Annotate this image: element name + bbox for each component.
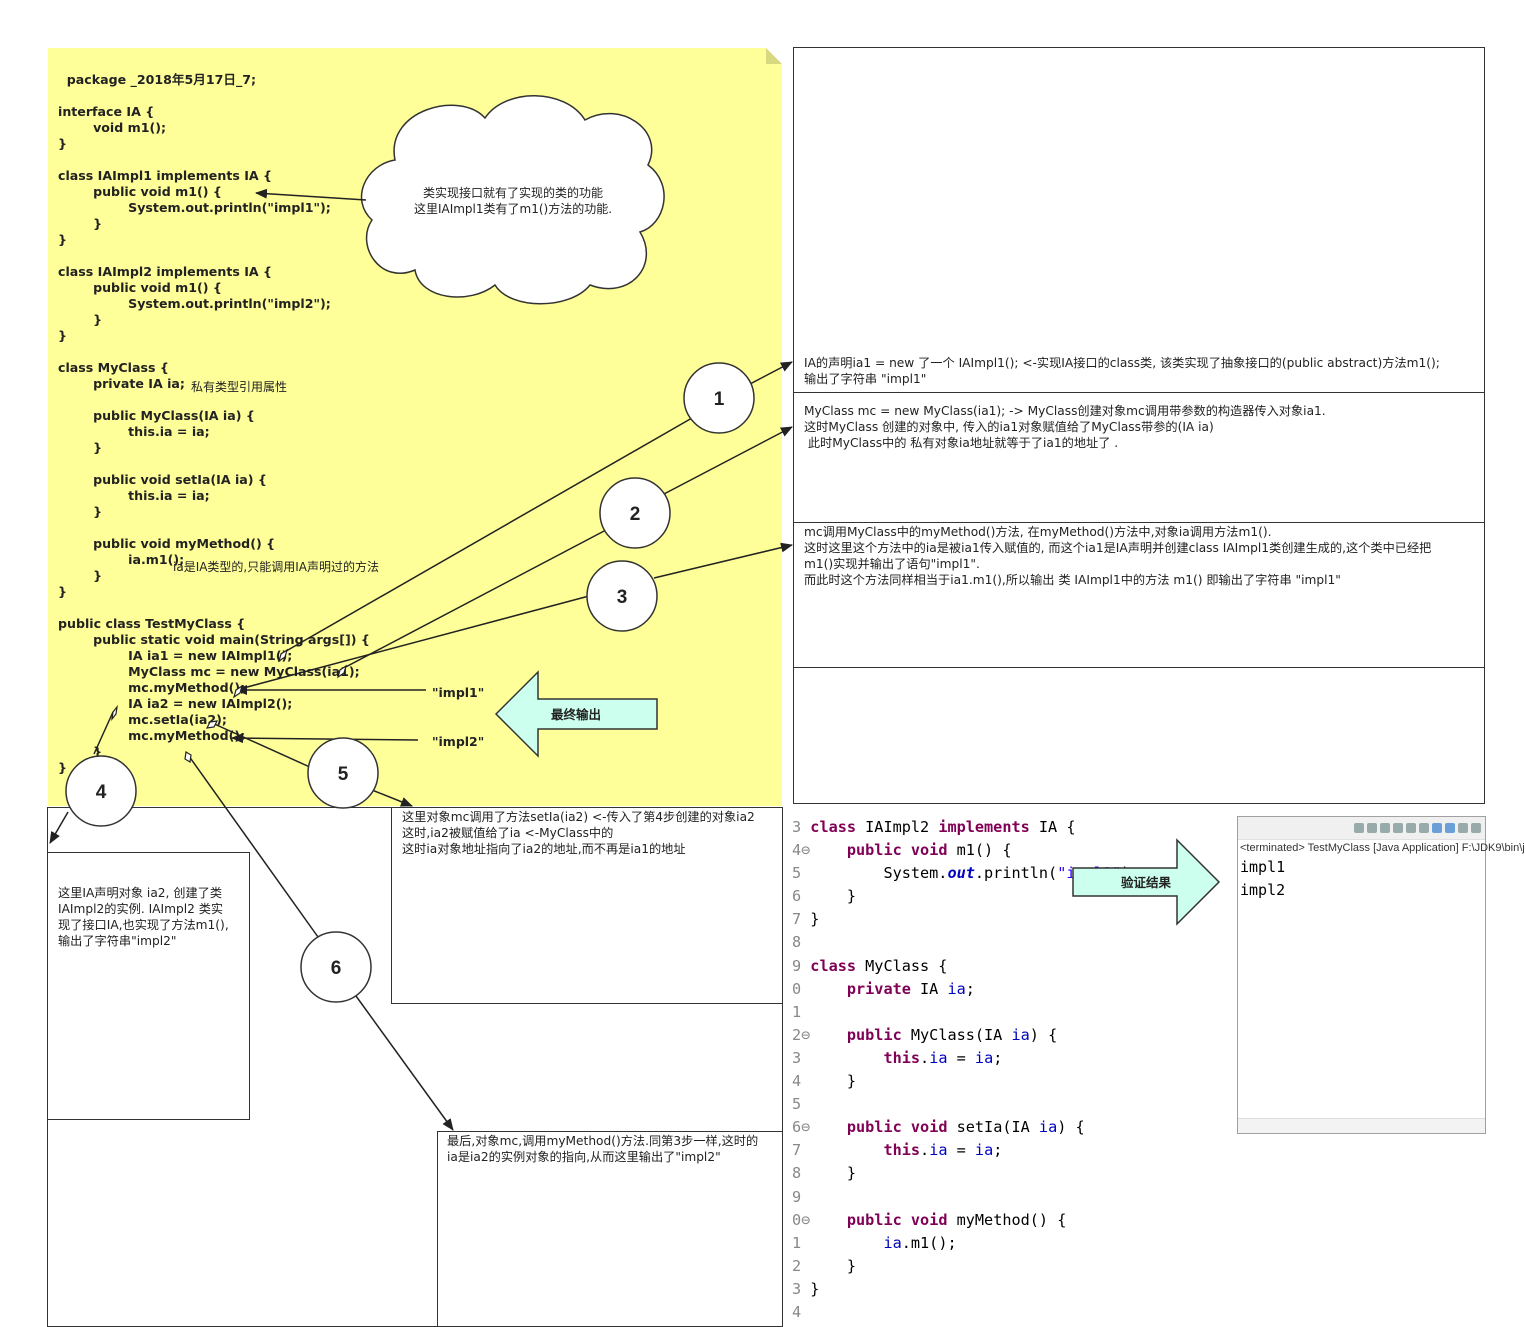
line-number: 0⊖ (792, 1210, 811, 1229)
line-number: 0 (792, 979, 811, 998)
connector-1-arrow (749, 361, 793, 385)
step-number-3: 3 (617, 587, 628, 608)
connector-4-arrow (49, 811, 69, 844)
diamond-3 (232, 684, 244, 699)
connector-5-arrow (371, 789, 413, 807)
line-number: 3 (792, 1279, 811, 1298)
connector-2-arrow (663, 426, 793, 495)
explanation-step4: 这里IA声明对象 ia2, 创建了类 IAImpl2的实例. IAImpl2 类… (58, 886, 229, 948)
line-number: 5 (792, 864, 811, 883)
cloud-text: 类实现接口就有了实现的类的功能这里IAImpl1类有了m1()方法的功能. (413, 186, 613, 216)
explanation-step2: MyClass mc = new MyClass(ia1); -> MyClas… (804, 404, 1326, 450)
connector-1 (280, 417, 693, 655)
line-number: 6 (792, 887, 811, 906)
java-code-listing: package _2018年5月17日_7; interface IA { vo… (58, 72, 370, 775)
output-label-impl1: "impl1" (432, 685, 484, 700)
step-circle-3 (586, 560, 658, 632)
pin-console-icon[interactable] (1432, 823, 1442, 833)
step-number-2: 2 (630, 504, 641, 525)
word-wrap-icon[interactable] (1419, 823, 1429, 833)
step-number-5: 5 (338, 764, 349, 785)
line-number: 6⊖ (792, 1118, 811, 1137)
line-number: 2 (792, 1256, 811, 1275)
connector-2 (339, 529, 607, 671)
output-label-impl2: "impl2" (432, 734, 484, 749)
output-arrow-impl2 (231, 733, 419, 744)
console-horizontal-scrollbar[interactable] (1238, 1118, 1485, 1133)
diamond-1 (277, 648, 289, 663)
line-number: 7 (792, 1141, 811, 1160)
step-number-1: 1 (714, 389, 725, 410)
connector-4-top (93, 711, 114, 755)
step-circle-4 (65, 755, 137, 827)
diamond-2 (336, 664, 348, 679)
final-output-label: 最终输出 (551, 707, 601, 722)
console-line: impl1 (1240, 858, 1286, 876)
line-number: 9 (792, 956, 811, 975)
line-number: 8 (792, 1164, 811, 1183)
verify-result-arrow (1072, 838, 1221, 926)
terminate-icon[interactable] (1354, 823, 1364, 833)
explanation-box-2 (793, 392, 1485, 523)
connector-3 (235, 595, 590, 691)
diamond-6 (184, 751, 192, 763)
line-number: 3 (792, 818, 811, 836)
line-number: 4 (792, 1302, 811, 1321)
line-number: 5 (792, 1095, 811, 1114)
line-number: 3 (792, 1048, 811, 1067)
console-panel: <terminated> TestMyClass [Java Applicati… (1237, 816, 1525, 1134)
step-number-6: 6 (331, 958, 342, 979)
line-number: 1 (792, 1233, 811, 1252)
explanation-step6: 最后,对象mc,调用myMethod()方法.同第3步一样,这时的 ia是ia2… (447, 1134, 759, 1164)
step-circle-2 (599, 477, 671, 549)
console-line: impl2 (1240, 881, 1286, 899)
note-private-field: 私有类型引用属性 (191, 380, 288, 394)
ide-code-editor: 3 class IAImpl2 implements IA { 4⊖ publi… (792, 818, 1140, 1321)
final-output-arrow (494, 670, 658, 758)
note-ia-m1: ia是IA类型的,只能调用IA声明过的方法 (173, 560, 379, 574)
connector-6-top (185, 751, 319, 938)
line-number: 2⊖ (792, 1025, 811, 1044)
display-console-icon[interactable] (1445, 823, 1455, 833)
connector-6-arrow (355, 995, 454, 1131)
scroll-lock-icon[interactable] (1406, 823, 1416, 833)
line-number: 4 (792, 1072, 811, 1091)
connector-3-arrow (653, 542, 793, 579)
step-circle-5 (307, 737, 379, 809)
explanation-box-4 (47, 852, 250, 1120)
explanation-box-5 (391, 807, 783, 1004)
console-status: <terminated> TestMyClass [Java Applicati… (1240, 842, 1525, 854)
line-number: 7 (792, 910, 811, 929)
note-fold-corner (766, 48, 782, 64)
clear-console-icon[interactable] (1393, 823, 1403, 833)
line-number: 8 (792, 933, 811, 952)
minimize-icon[interactable] (1471, 823, 1481, 833)
open-console-icon[interactable] (1458, 823, 1468, 833)
remove-launch-icon[interactable] (1367, 823, 1377, 833)
diamond-4 (111, 704, 118, 722)
line-number: 9 (792, 1187, 811, 1206)
line-number: 1 (792, 1002, 811, 1021)
step-number-4: 4 (96, 782, 107, 803)
diamond-5 (205, 720, 219, 729)
console-output: impl1 impl2 (1238, 856, 1485, 902)
explanation-box-empty (793, 667, 1485, 804)
remove-all-icon[interactable] (1380, 823, 1390, 833)
step-circle-6 (300, 931, 372, 1003)
explanation-step3: mc调用MyClass中的myMethod()方法, 在myMethod()方法… (804, 525, 1432, 587)
explanation-step5: 这里对象mc调用了方法setIa(ia2) <-传入了第4步创建的对象ia2 这… (402, 810, 755, 856)
line-number: 4⊖ (792, 841, 811, 860)
step-circle-1 (683, 362, 755, 434)
explanation-step1: IA的声明ia1 = new 了一个 IAImpl1(); <-实现IA接口的c… (804, 356, 1440, 386)
verify-result-label: 验证结果 (1121, 875, 1172, 890)
cloud-arrow (255, 188, 367, 201)
console-toolbar (1238, 817, 1485, 840)
cloud-shape (360, 95, 665, 305)
connector-5-top (209, 721, 313, 769)
